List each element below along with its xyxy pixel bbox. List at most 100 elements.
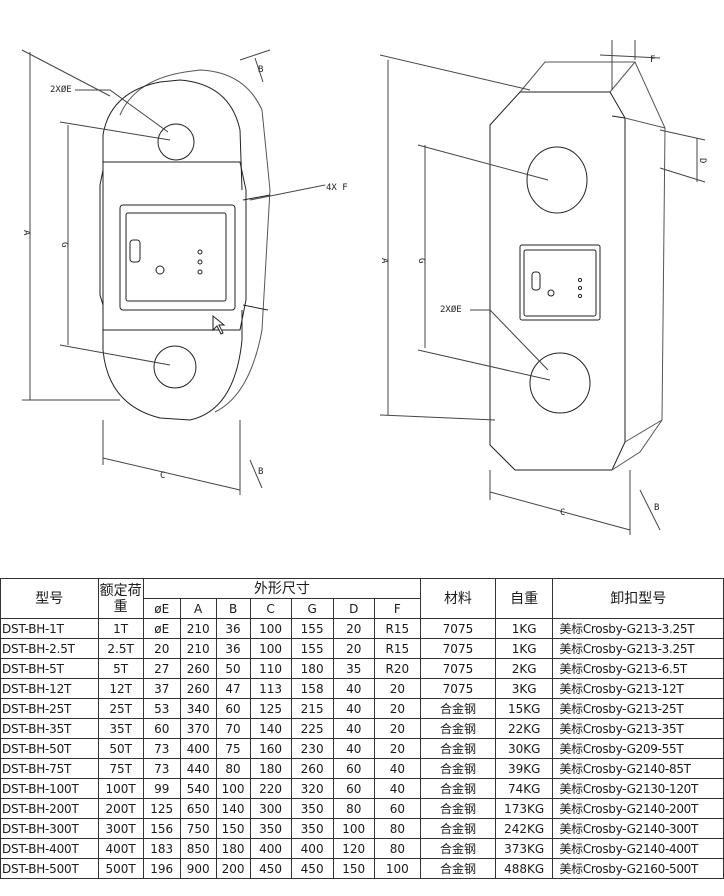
cell-dim: 60	[332, 758, 375, 779]
cell-dim: 350	[290, 818, 334, 839]
right-d-label: D	[697, 158, 707, 163]
cell-load: 75T	[97, 758, 144, 779]
cell-material: 合金钢	[419, 838, 496, 859]
cell-dim: 40	[332, 678, 375, 699]
header-dim-col: C	[249, 598, 292, 619]
cell-dim: 225	[290, 718, 334, 739]
cell-load: 300T	[97, 818, 144, 839]
cell-model: DST-BH-35T	[0, 718, 99, 739]
cell-dim: R15	[373, 618, 421, 639]
cell-load: 500T	[97, 858, 144, 879]
cell-dim: 113	[249, 678, 292, 699]
cell-weight: 74KG	[494, 778, 554, 799]
cell-dim: 20	[373, 698, 421, 719]
left-g-label: G	[59, 242, 69, 247]
cell-material: 合金钢	[419, 798, 496, 819]
right-b-label: B	[654, 503, 659, 513]
left-c-label: C	[160, 471, 165, 481]
cell-dim: 100	[332, 818, 375, 839]
cell-load: 2.5T	[97, 638, 144, 659]
cell-dim: 160	[249, 738, 292, 759]
cell-dim: 210	[179, 618, 217, 639]
cell-dim: 53	[142, 698, 181, 719]
cell-dim: 60	[332, 778, 375, 799]
cell-dim: 75	[215, 738, 251, 759]
cell-dim: 180	[215, 838, 251, 859]
cell-dim: 540	[179, 778, 217, 799]
header-weight: 自重	[494, 578, 554, 619]
cell-dim: 60	[142, 718, 181, 739]
header-model: 型号	[0, 578, 99, 619]
cell-dim: 100	[249, 618, 292, 639]
cell-dim: 20	[373, 738, 421, 759]
header-shackle: 卸扣型号	[552, 578, 724, 619]
cell-model: DST-BH-500T	[0, 858, 99, 879]
cell-dim: 350	[290, 798, 334, 819]
cell-material: 合金钢	[419, 718, 496, 739]
cell-model: DST-BH-25T	[0, 698, 99, 719]
cell-load: 100T	[97, 778, 144, 799]
cell-dim: 100	[215, 778, 251, 799]
cell-dim: 100	[249, 638, 292, 659]
cell-dim: 80	[373, 818, 421, 839]
cell-dim: 125	[249, 698, 292, 719]
cell-dim: 260	[179, 658, 217, 679]
cell-model: DST-BH-300T	[0, 818, 99, 839]
cell-weight: 3KG	[494, 678, 554, 699]
cell-dim: 50	[215, 658, 251, 679]
cell-material: 合金钢	[419, 738, 496, 759]
cell-load: 35T	[97, 718, 144, 739]
left-a-label: A	[21, 230, 31, 236]
cell-dim: 36	[215, 638, 251, 659]
cell-dim: 158	[290, 678, 334, 699]
cell-shackle: 美标Crosby-G213-35T	[552, 718, 724, 739]
right-holes-label: 2XØE	[440, 304, 462, 315]
cell-model: DST-BH-12T	[0, 678, 99, 699]
cell-weight: 242KG	[494, 818, 554, 839]
cell-material: 合金钢	[419, 758, 496, 779]
cell-load: 400T	[97, 838, 144, 859]
cell-dim: 40	[373, 778, 421, 799]
cell-material: 合金钢	[419, 698, 496, 719]
cell-dim: 183	[142, 838, 181, 859]
cell-load: 5T	[97, 658, 144, 679]
cell-material: 7075	[419, 658, 496, 679]
cell-dim: 440	[179, 758, 217, 779]
table-header-row: 型号 额定荷重 外形尺寸 材料 自重 卸扣型号	[0, 578, 724, 619]
cell-dim: 210	[179, 638, 217, 659]
left-b-top-label: B	[258, 65, 263, 75]
cell-dim: 450	[290, 858, 334, 879]
cell-dim: 155	[290, 638, 334, 659]
cell-dim: 140	[215, 798, 251, 819]
cell-dim: 40	[332, 718, 375, 739]
cell-load: 1T	[97, 618, 144, 639]
cell-dim: 100	[373, 858, 421, 879]
cell-load: 200T	[97, 798, 144, 819]
cell-dim: 35	[332, 658, 375, 679]
left-f-label: 4X F	[326, 183, 348, 193]
cell-dim: 80	[373, 838, 421, 859]
cell-dim: 320	[290, 778, 334, 799]
cell-dim: 156	[142, 818, 181, 839]
cell-load: 50T	[97, 738, 144, 759]
cell-dim: 400	[290, 838, 334, 859]
cell-model: DST-BH-75T	[0, 758, 99, 779]
cell-model: DST-BH-5T	[0, 658, 99, 679]
cell-shackle: 美标Crosby-G213-6.5T	[552, 658, 724, 679]
cell-dim: 220	[249, 778, 292, 799]
cell-dim: 300	[249, 798, 292, 819]
cell-dim: 150	[332, 858, 375, 879]
cell-dim: øE	[142, 618, 181, 639]
cell-dim: 200	[215, 858, 251, 879]
cell-weight: 488KG	[494, 858, 554, 879]
header-dim-col: G	[290, 598, 334, 619]
cell-model: DST-BH-200T	[0, 798, 99, 819]
right-a-label: A	[379, 258, 389, 264]
cell-dim: 750	[179, 818, 217, 839]
